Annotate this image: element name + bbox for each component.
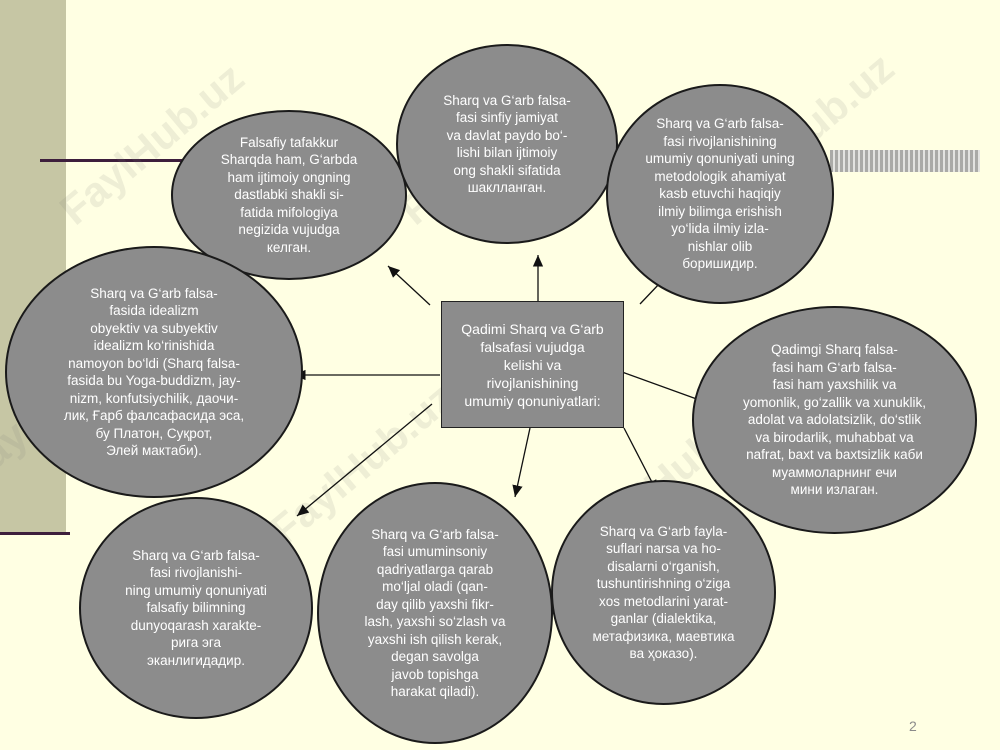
page-number: 2 (909, 718, 917, 734)
decorative-stripes (830, 150, 980, 172)
node-bottom-center-text: Sharq va G‘arb falsa- fasi umuminsoniy q… (364, 526, 506, 700)
node-top-right: Sharq va G‘arb falsa- fasi rivojlanishin… (606, 84, 834, 304)
node-bottom-center: Sharq va G‘arb falsa- fasi umuminsoniy q… (317, 482, 553, 744)
node-top-right-text: Sharq va G‘arb falsa- fasi rivojlanishin… (645, 116, 795, 272)
node-top-left: Falsafiy tafakkur Sharqda ham, G‘arbda h… (171, 110, 407, 280)
center-box-text: Qadimi Sharq va G‘arb falsafasi vujudga … (461, 320, 604, 409)
top-rule-line (40, 159, 185, 162)
node-left: Sharq va G‘arb falsa- fasida idealizm ob… (5, 246, 303, 498)
node-top-center-text: Sharq va G‘arb falsa- fasi sinfiy jamiya… (443, 92, 571, 196)
arrow-to-bottom-left (296, 403, 433, 517)
node-top-left-text: Falsafiy tafakkur Sharqda ham, G‘arbda h… (220, 134, 358, 255)
center-box: Qadimi Sharq va G‘arb falsafasi vujudga … (441, 301, 624, 428)
node-bottom-left: Sharq va G‘arb falsa- fasi rivojlanishi-… (79, 497, 313, 719)
node-bottom-left-text: Sharq va G‘arb falsa- fasi rivojlanishi-… (125, 547, 267, 668)
node-right-text: Qadimgi Sharq falsa- fasi ham G‘arb fals… (742, 342, 927, 498)
node-bottom-right-text: Sharq va G‘arb fayla- suflari narsa va h… (592, 523, 735, 662)
node-right: Qadimgi Sharq falsa- fasi ham G‘arb fals… (692, 306, 977, 534)
node-top-center: Sharq va G‘arb falsa- fasi sinfiy jamiya… (396, 44, 618, 244)
node-left-text: Sharq va G‘arb falsa- fasida idealizm ob… (63, 285, 245, 459)
arrow-to-top-left (387, 265, 431, 306)
bottom-rule-line (0, 532, 70, 535)
arrow-to-bottom-center (512, 427, 531, 498)
node-bottom-right: Sharq va G‘arb fayla- suflari narsa va h… (551, 480, 776, 705)
